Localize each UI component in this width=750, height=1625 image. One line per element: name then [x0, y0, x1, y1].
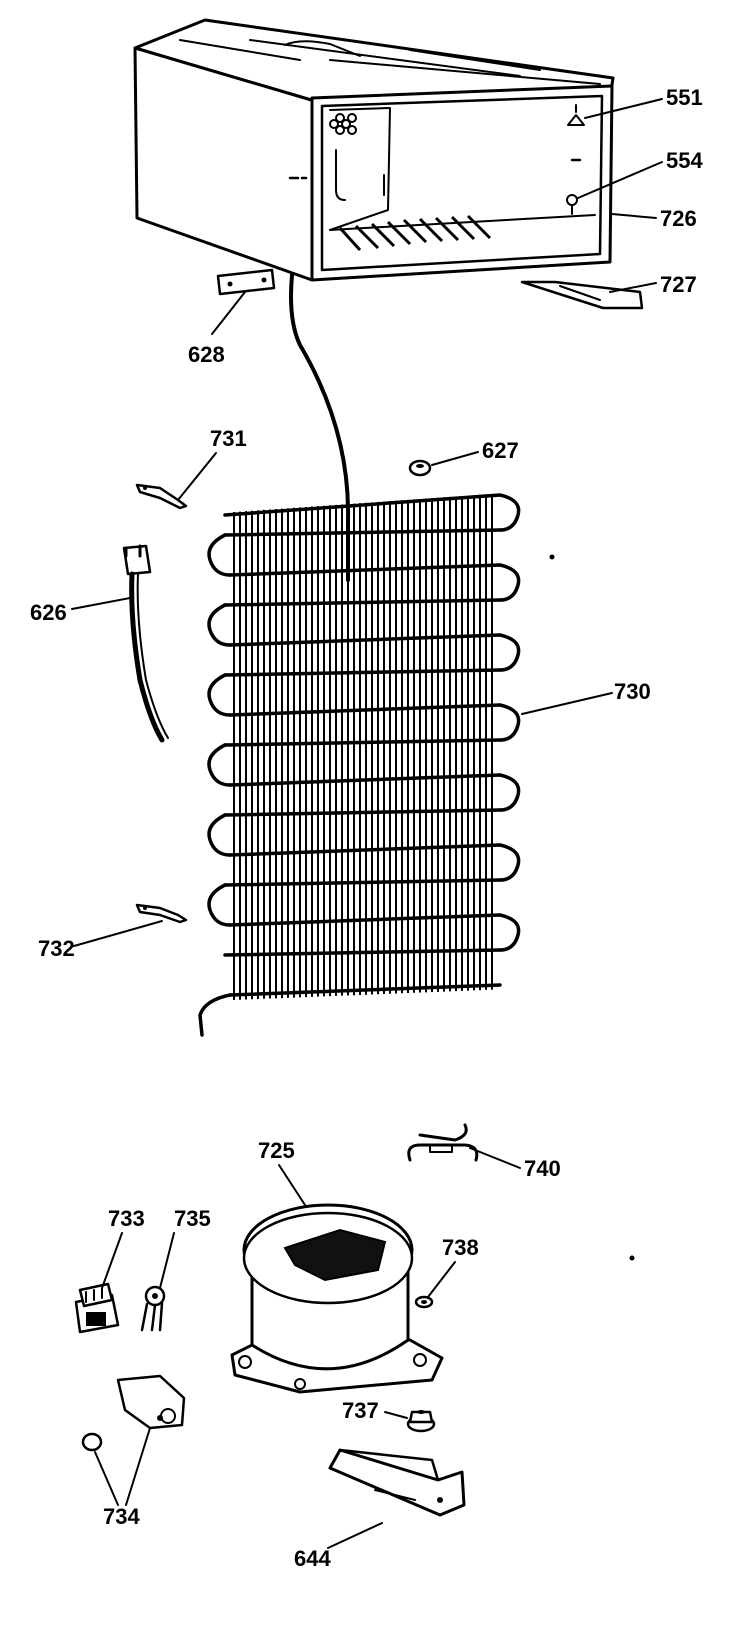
part-label-731: 731	[210, 426, 247, 451]
part-label-735: 735	[174, 1206, 211, 1231]
part-label-733: 733	[108, 1206, 145, 1231]
part-label-725: 725	[258, 1138, 295, 1163]
grommet-627-drawing	[408, 459, 432, 477]
part-label-628: 628	[188, 342, 225, 367]
part-label-737: 737	[342, 1398, 379, 1423]
part-label-626: 626	[30, 600, 67, 625]
part-label-732: 732	[38, 936, 75, 961]
part-label-627: 627	[482, 438, 519, 463]
part-label-730: 730	[614, 679, 651, 704]
lower-clip-732-drawing	[135, 903, 188, 924]
terminal-cover-734-drawing	[116, 1374, 186, 1430]
washer-738-drawing	[414, 1295, 434, 1309]
clip-bracket-628-drawing	[216, 268, 276, 296]
upper-clip-731-drawing	[135, 483, 188, 510]
condenser-730-drawing	[198, 493, 521, 1037]
grommet-737-drawing	[406, 1410, 436, 1433]
part-label-726: 726	[660, 206, 697, 231]
refrigerant-tube	[289, 273, 351, 582]
screw-551-drawing	[567, 104, 585, 126]
cabinet-frame-drawing	[133, 18, 615, 282]
screw-554-drawing	[566, 194, 578, 215]
relay-733-drawing	[74, 1282, 120, 1334]
terminal-plug-734-drawing	[81, 1432, 103, 1452]
overload-protector-735-drawing	[140, 1285, 166, 1332]
part-label-734: 734	[103, 1504, 140, 1529]
part-label-644: 644	[294, 1546, 331, 1571]
spring-clip-740-drawing	[407, 1123, 479, 1162]
compressor-725-drawing	[230, 1203, 444, 1394]
power-cord-626-drawing	[122, 544, 169, 743]
leader-lines	[71, 98, 663, 1549]
part-label-551: 551	[666, 85, 703, 110]
bracket-727-drawing	[520, 280, 644, 310]
part-label-554: 554	[666, 148, 703, 173]
part-label-740: 740	[524, 1156, 561, 1181]
part-labels: 551 554 726 727 628 627 731 626 730 732 …	[30, 85, 703, 1571]
part-label-738: 738	[442, 1235, 479, 1260]
part-label-727: 727	[660, 272, 697, 297]
mounting-bracket-644-drawing	[328, 1448, 466, 1517]
